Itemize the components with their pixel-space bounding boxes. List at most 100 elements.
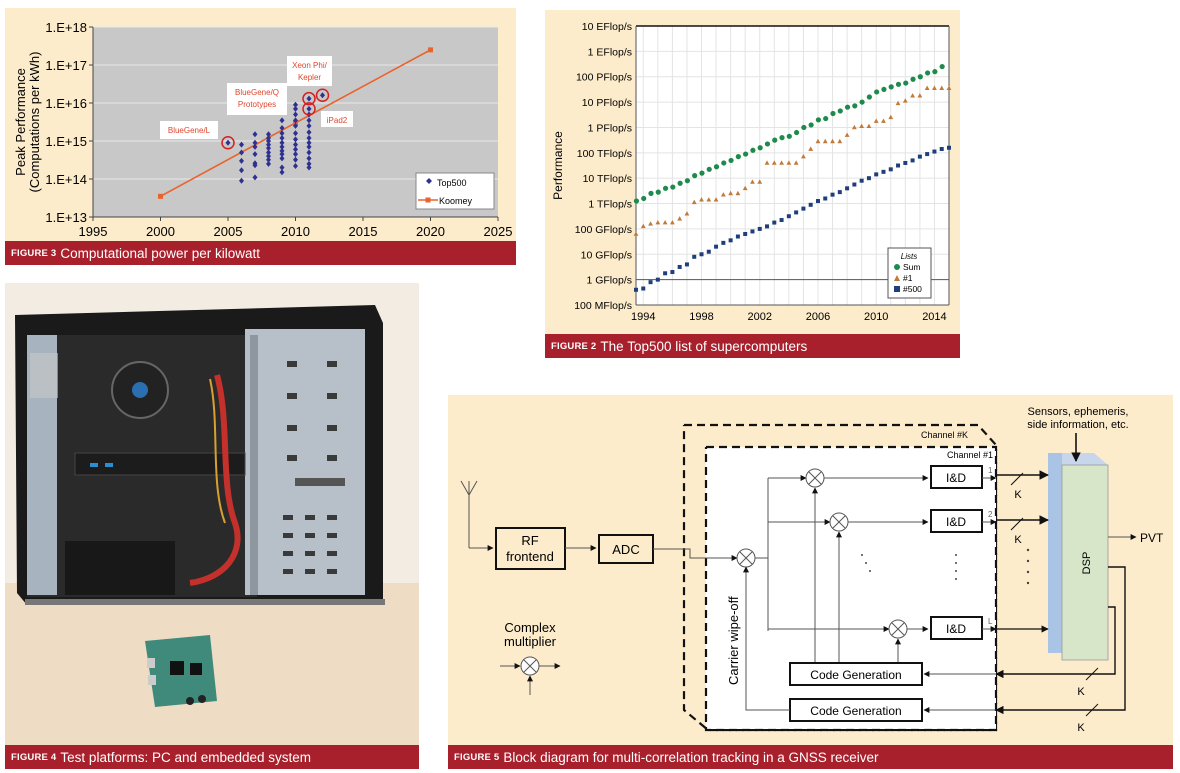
rank500-point [852,182,857,187]
pc-case [15,305,385,605]
rank1-point [888,114,894,120]
top500-point [306,160,312,167]
mixer-l [888,619,908,639]
rank500-point [925,152,930,157]
sum-point [823,115,829,122]
rank1-point [684,211,690,216]
sum-point [728,157,734,164]
top500-point [266,153,271,160]
top500-point [252,143,258,150]
sum-point [764,141,771,147]
koomey-point [428,47,433,53]
annotation-box [227,83,287,115]
y-tick-label: 1.E+14 [45,172,87,187]
x-tick-label: 2020 [416,224,445,239]
rank500-point [830,192,835,197]
x-tick-label: 2006 [806,311,830,323]
legend-rank500-marker [894,286,900,292]
branch-label-1: 1 [988,466,993,475]
figure-5-caption-text: Block diagram for multi-correlation trac… [503,749,879,765]
x-tick-label: 2015 [349,224,378,239]
y-tick-label: 1 PFlop/s [588,122,632,134]
sum-point [662,185,669,191]
sum-point [859,99,865,105]
sum-point [852,103,858,109]
rank1-point [939,85,945,90]
sum-point [917,74,923,80]
sum-point [699,170,705,176]
sum-point [655,189,661,195]
top500-point [293,151,298,158]
rank500-point [750,229,755,234]
legend-koomey-marker [425,197,431,203]
rf-frontend-block [495,527,566,570]
rank1-point [655,219,661,225]
rank1-point [815,138,821,144]
top500-point [279,147,285,154]
y-tick-label: 100 TFlop/s [577,148,632,160]
top500-point [252,139,258,146]
k-label-4: K [1077,722,1085,734]
sum-point [750,147,756,153]
iandd-label-l: I&D [946,622,966,636]
top500-point [293,117,298,124]
rank500-point [706,249,711,254]
top500-point [279,117,285,124]
iandd-block-l [930,616,983,640]
channel-1-area [706,447,996,729]
top500-point [306,134,312,141]
top500-point [293,122,298,129]
top500-point [306,164,312,171]
legend-label: Sum [903,262,920,272]
top500-point [306,122,312,129]
sensors-line1: Sensors, ephemeris, [1028,406,1129,418]
rank500-point [779,218,784,223]
y-tick-label: 100 GFlop/s [575,224,632,236]
rank500-point [888,167,893,172]
complex-multiplier-icon [520,656,540,676]
rank500-point [859,178,864,183]
sum-point [772,137,778,143]
annotation-label: iPad2 [327,116,348,125]
figure-4-photo [5,283,419,745]
figure-5-caption: FIGURE 5 Block diagram for multi-correla… [448,745,1173,769]
top500-point [293,105,298,112]
y-axis-label: Peak Performance(Computations per kWh) [13,52,42,193]
top500-point [252,151,258,158]
x-tick-label: 2025 [484,224,513,239]
top500-point [279,143,285,150]
y-tick-label: 1.E+17 [45,58,87,73]
rank1-point [669,219,675,225]
annotation-circle [315,88,330,102]
sum-point [837,108,843,114]
sum-point [874,89,880,95]
iandd-label-2: I&D [946,515,966,529]
rank1-point [706,197,712,202]
top500-point [279,124,285,131]
top500-point [279,169,285,176]
rank500-point [684,262,689,267]
complex-multiplier-line2: multiplier [504,634,557,649]
figure-4-caption: FIGURE 4 Test platforms: PC and embedded… [5,745,419,769]
sum-point [881,86,887,93]
figure-4-caption-text: Test platforms: PC and embedded system [60,749,312,765]
sum-point [910,76,916,82]
top500-point [252,131,258,138]
rank500-point [728,238,733,243]
k-label-2: K [1014,534,1022,546]
rank1-point [648,221,653,226]
y-tick-label: 10 EFlop/s [582,21,632,33]
rank500-point [648,280,653,285]
adc-label: ADC [612,542,639,557]
rank500-point [714,244,719,249]
y-tick-label: 1 EFlop/s [588,46,632,58]
embedded-board [145,635,217,707]
top500-point [266,149,271,156]
rank500-point [699,252,704,257]
koomey-point [158,193,163,199]
y-tick-label: 10 TFlop/s [583,173,632,185]
rank500-point [917,154,922,159]
code-generation-label-1: Code Generation [810,668,901,682]
sum-point [743,151,749,157]
